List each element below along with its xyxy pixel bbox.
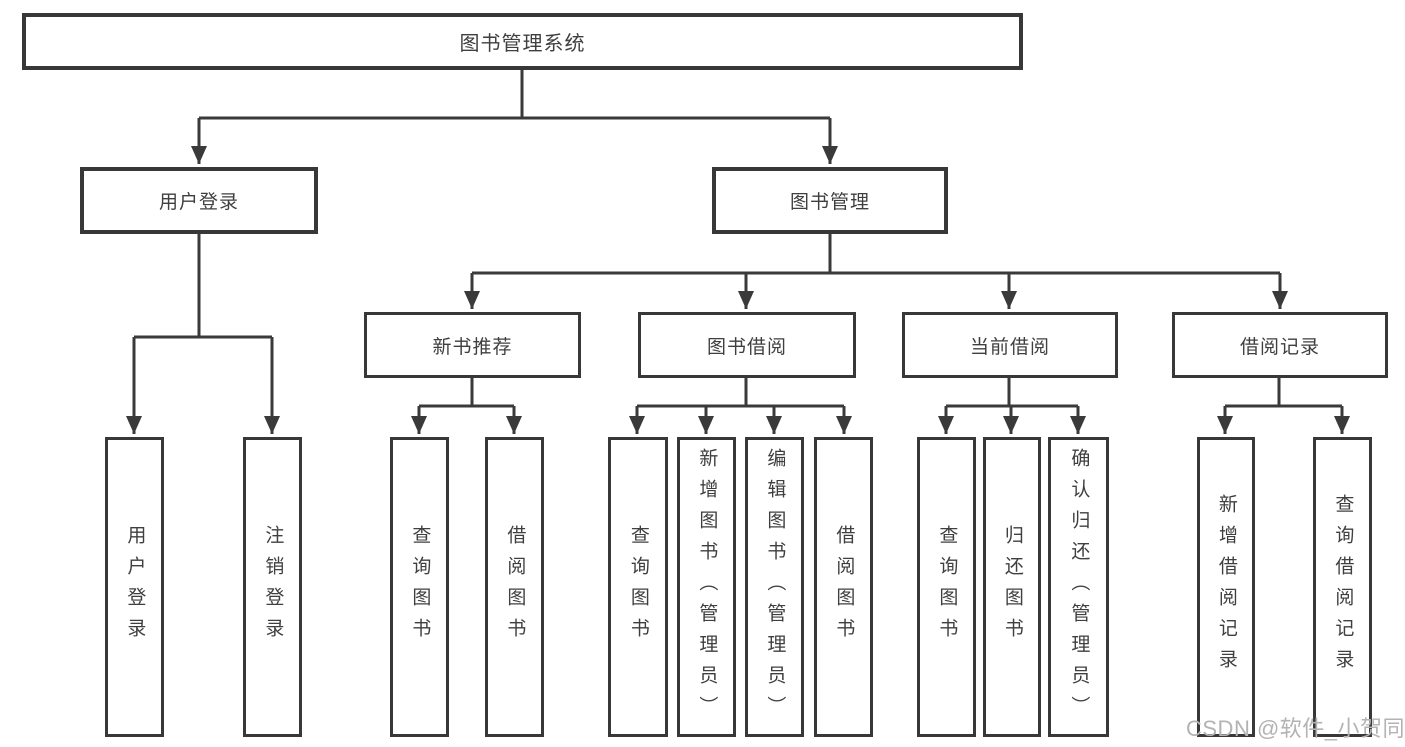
leaf-bb-add-books-admin: 新增图书（管理员）: [677, 437, 736, 737]
watermark-text: CSDN @软件_小贺同学: [1186, 716, 1405, 741]
leaf-br-add-record: 新增借阅记录: [1197, 437, 1255, 737]
node-library-system-label: 图书管理系统: [459, 33, 586, 55]
node-current-borrow: 当前借阅: [902, 312, 1118, 378]
node-book-borrow-label: 图书借阅: [706, 336, 787, 358]
node-new-book-recommend-label: 新书推荐: [432, 336, 513, 358]
leaf-cb-query-books-label: 查询图书: [936, 525, 958, 649]
leaf-user-login: 用户登录: [105, 437, 164, 737]
leaf-br-query-record-label: 查询借阅记录: [1332, 494, 1354, 680]
leaf-bb-add-books-admin-label: 新增图书（管理员）: [696, 447, 718, 727]
leaf-nbr-borrow-books-label: 借阅图书: [504, 525, 526, 649]
node-current-borrow-label: 当前借阅: [969, 336, 1050, 358]
connector-root-branch: [199, 69, 830, 120]
leaf-logout: 注销登录: [243, 437, 302, 737]
node-borrow-record-label: 借阅记录: [1239, 336, 1320, 358]
node-book-borrow: 图书借阅: [638, 312, 856, 378]
leaf-nbr-query-books-label: 查询图书: [409, 525, 431, 649]
node-book-management: 图书管理: [712, 167, 948, 234]
leaf-bb-edit-books-admin-label: 编辑图书（管理员）: [764, 447, 786, 727]
node-borrow-record: 借阅记录: [1172, 312, 1388, 378]
connector-user-login-branch: [134, 233, 272, 339]
leaf-nbr-query-books: 查询图书: [390, 437, 449, 737]
node-user-login-label: 用户登录: [158, 192, 239, 213]
node-new-book-recommend: 新书推荐: [364, 312, 581, 378]
leaf-nbr-borrow-books: 借阅图书: [485, 437, 544, 737]
leaf-bb-borrow-books: 借阅图书: [814, 437, 873, 737]
leaf-bb-query-books-label: 查询图书: [627, 525, 649, 649]
connector-book-management-branch: [472, 233, 1280, 275]
connector-current-borrow-branch: [946, 377, 1078, 408]
leaf-br-add-record-label: 新增借阅记录: [1215, 494, 1237, 680]
connector-borrow-record-branch: [1225, 377, 1342, 408]
leaf-logout-label: 注销登录: [262, 525, 284, 649]
node-library-system: 图书管理系统: [22, 13, 1023, 70]
leaf-bb-edit-books-admin: 编辑图书（管理员）: [745, 437, 804, 737]
leaf-cb-return-books-label: 归还图书: [1001, 525, 1023, 649]
leaf-cb-confirm-return-admin: 确认归还（管理员）: [1048, 437, 1109, 737]
connector-book-borrow-branch: [637, 377, 844, 408]
node-user-login: 用户登录: [80, 167, 318, 234]
leaf-br-query-record: 查询借阅记录: [1313, 437, 1372, 737]
leaf-bb-borrow-books-label: 借阅图书: [833, 525, 855, 649]
leaf-bb-query-books: 查询图书: [608, 437, 668, 737]
leaf-user-login-label: 用户登录: [124, 525, 146, 649]
leaf-cb-query-books: 查询图书: [917, 437, 976, 737]
connector-new-book-recommend-branch: [419, 377, 514, 408]
leaf-cb-confirm-return-admin-label: 确认归还（管理员）: [1068, 447, 1090, 727]
node-book-management-label: 图书管理: [789, 192, 870, 213]
arrow-lines: [126, 118, 1350, 434]
leaf-cb-return-books: 归还图书: [983, 437, 1041, 737]
